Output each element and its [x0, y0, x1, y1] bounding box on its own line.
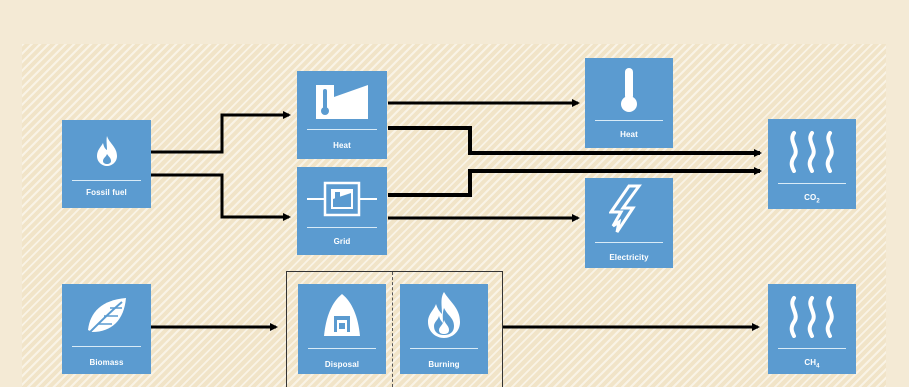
flame-icon [62, 134, 151, 168]
co2-box: CO2 [768, 119, 856, 209]
ch4-box: CH4 [768, 284, 856, 374]
ch4-label: CH4 [768, 358, 856, 370]
arrow-grid-to-co2 [388, 167, 762, 197]
disposal-label: Disposal [324, 360, 360, 369]
arrow-heat-plant-to-co2 [388, 126, 762, 157]
heat-output-label: Heat [620, 130, 638, 139]
bracket-divider [392, 272, 393, 387]
heat-plant-label: Heat [333, 141, 351, 150]
leaf-icon [62, 294, 151, 336]
heat-plant-box: Heat [297, 71, 387, 159]
co2-label-sub: 2 [816, 198, 820, 205]
biomass-label: Biomass [89, 358, 124, 367]
fossil-fuel-box: Fossil fuel [62, 120, 151, 208]
gas-wave-icon [768, 294, 856, 338]
grid-substation-icon [297, 179, 387, 219]
co2-label: CO2 [768, 193, 856, 205]
thermometer-icon [585, 66, 673, 114]
lightning-icon [585, 184, 673, 236]
grid-box: Grid [297, 167, 387, 255]
fossil-fuel-label: Fossil fuel [86, 188, 127, 197]
diagram-panel [22, 44, 886, 387]
disposal-box: Disposal [298, 284, 386, 374]
gas-wave-icon [768, 129, 856, 173]
electricity-box: Electricity [585, 178, 673, 268]
ch4-label-main: CH [804, 358, 817, 367]
electricity-label: Electricity [609, 253, 649, 262]
landfill-icon [298, 292, 386, 338]
fire-icon [400, 290, 488, 340]
co2-label-main: CO [804, 193, 817, 202]
thermometer-building-icon [297, 79, 387, 123]
arrow-fossil-to-heat-plant [151, 111, 291, 154]
burning-box: Burning [400, 284, 488, 374]
grid-label: Grid [333, 237, 351, 246]
waste-treatment-bracket [286, 271, 503, 387]
biomass-box: Biomass [62, 284, 151, 374]
heat-output-box: Heat [585, 58, 673, 148]
arrow-fossil-to-grid [151, 173, 291, 221]
ch4-label-sub: 4 [816, 363, 820, 370]
burning-label: Burning [428, 360, 460, 369]
